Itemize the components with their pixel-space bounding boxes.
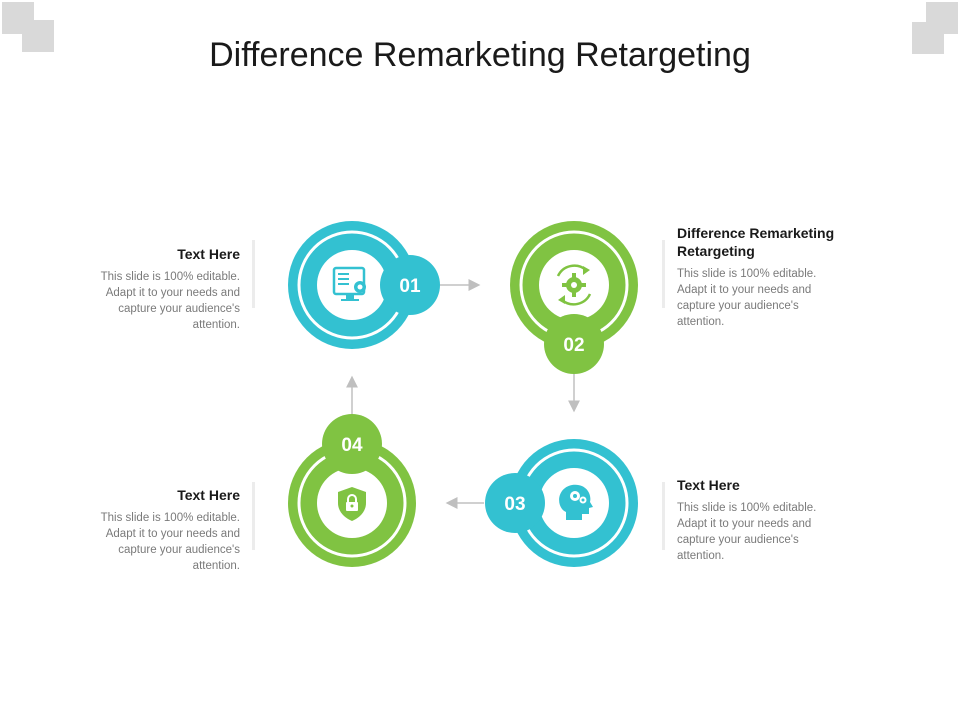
step-body: This slide is 100% editable. Adapt it to… — [100, 271, 240, 331]
gear-cycle-icon — [556, 264, 592, 306]
step-number: 04 — [341, 435, 363, 456]
step-heading: Text Here — [677, 477, 740, 493]
step-number: 03 — [504, 494, 525, 515]
head-gears-icon — [559, 484, 593, 520]
step-number: 02 — [563, 335, 584, 356]
monitor-gear-icon — [332, 266, 366, 301]
step-03-node: 03 — [485, 439, 638, 567]
step-heading: Text Here — [177, 487, 240, 503]
divider-bar — [662, 482, 665, 550]
step-body: This slide is 100% editable. Adapt it to… — [677, 268, 817, 328]
step-03-text: Text Here This slide is 100% editable. A… — [677, 476, 827, 564]
step-body: This slide is 100% editable. Adapt it to… — [677, 502, 817, 562]
step-04-text: Text Here This slide is 100% editable. A… — [80, 486, 240, 574]
step-number: 01 — [399, 276, 421, 297]
step-01-text: Text Here This slide is 100% editable. A… — [80, 245, 240, 333]
step-body: This slide is 100% editable. Adapt it to… — [100, 512, 240, 572]
step-04-node: 04 — [288, 414, 416, 567]
divider-bar — [662, 240, 665, 308]
slide-title: Difference Remarketing Retargeting — [209, 36, 751, 74]
divider-bar — [252, 240, 255, 308]
shield-lock-icon — [338, 487, 366, 521]
corner-square-tr-b — [912, 22, 944, 54]
step-02-text: Difference Remarketing Retargeting This … — [677, 224, 877, 330]
step-01-node: 01 — [288, 221, 440, 349]
step-heading: Text Here — [177, 246, 240, 262]
step-02-node: 02 — [510, 221, 638, 374]
corner-square-tl-b — [22, 20, 54, 52]
step-heading: Difference Remarketing Retargeting — [677, 225, 835, 259]
divider-bar — [252, 482, 255, 550]
